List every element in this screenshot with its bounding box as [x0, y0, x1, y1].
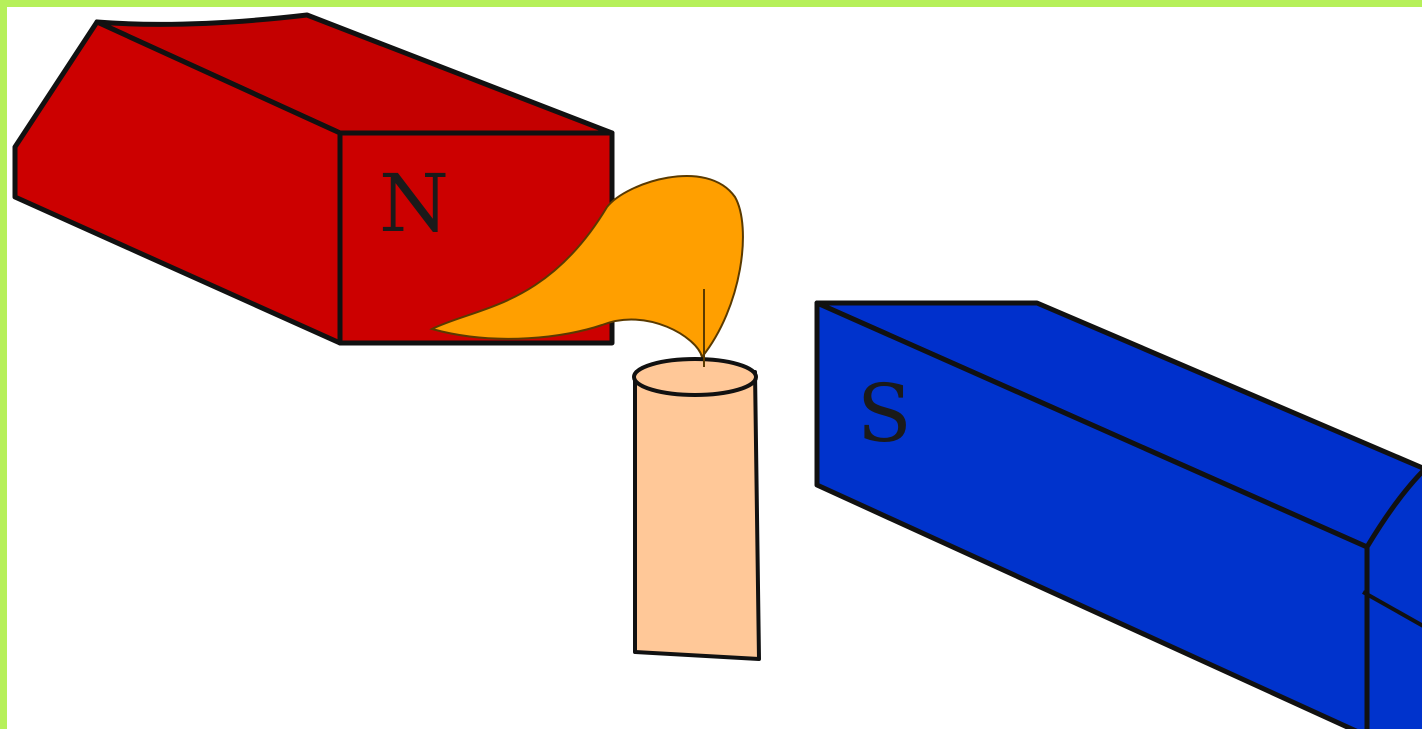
south-pole-label: S	[857, 367, 912, 460]
magnet-candle-diagram: N S	[7, 7, 1422, 729]
north-pole-label: N	[379, 157, 449, 250]
candle-body	[635, 372, 759, 659]
south-magnet: S	[817, 303, 1422, 729]
candle-top	[634, 359, 756, 395]
